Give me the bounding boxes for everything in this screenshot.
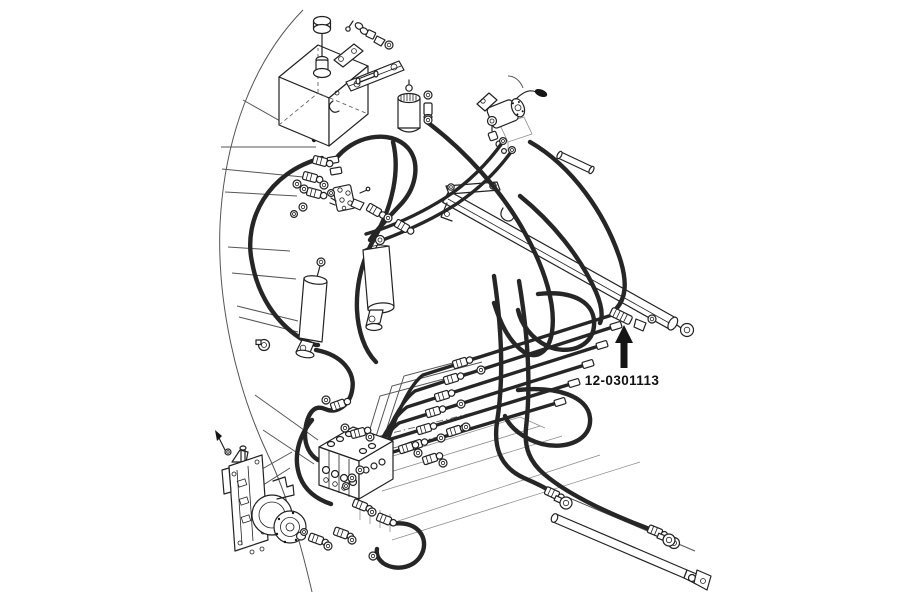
- hook-clip: [500, 207, 515, 222]
- hose-hairpin-upper: [515, 291, 597, 352]
- hose-drop-1: [491, 273, 554, 495]
- mounting-bracket-icon: [328, 43, 405, 113]
- hose-drop-2: [516, 278, 655, 533]
- frame-ghost-lines: [359, 405, 641, 541]
- hose-hairpin-lower: [502, 387, 593, 448]
- boom-cylinder-icon: [440, 181, 695, 338]
- actuator-lever: [515, 90, 537, 100]
- steering-cylinder-icon: [550, 496, 712, 591]
- hose-pump-hook: [374, 521, 427, 570]
- pin-tube-icon: [556, 150, 595, 175]
- breather-fittings-icon: [345, 20, 394, 50]
- hose-fittings: [290, 115, 678, 561]
- hose-actuator-2: [378, 150, 513, 243]
- filler-cap-icon: [312, 15, 332, 79]
- part-callout: 12-0301113: [585, 325, 660, 388]
- hose-filter-sweep: [424, 119, 555, 358]
- hose-right-arc-2: [517, 193, 604, 326]
- hose-clamp-icon: [255, 338, 271, 352]
- hose-valve-to-pump: [294, 417, 334, 507]
- suction-filter-icon: [397, 79, 433, 133]
- rod-end-coupling-icon: [609, 307, 657, 332]
- hose-right-arc-1: [527, 139, 627, 312]
- part-number-label: 12-0301113: [585, 373, 660, 388]
- callout-arrow-icon: [615, 325, 633, 368]
- hose-actuator-1: [364, 141, 504, 236]
- hose-cylinder-loop: [302, 347, 355, 463]
- hydraulic-pump-icon: [215, 430, 307, 555]
- lift-cylinder-center-icon: [362, 234, 395, 332]
- lift-cylinder-left-icon: [295, 257, 328, 359]
- cylinder-bracket: [445, 181, 501, 195]
- valve-actuator-icon: [476, 75, 548, 155]
- junction-block-icon: [328, 184, 371, 212]
